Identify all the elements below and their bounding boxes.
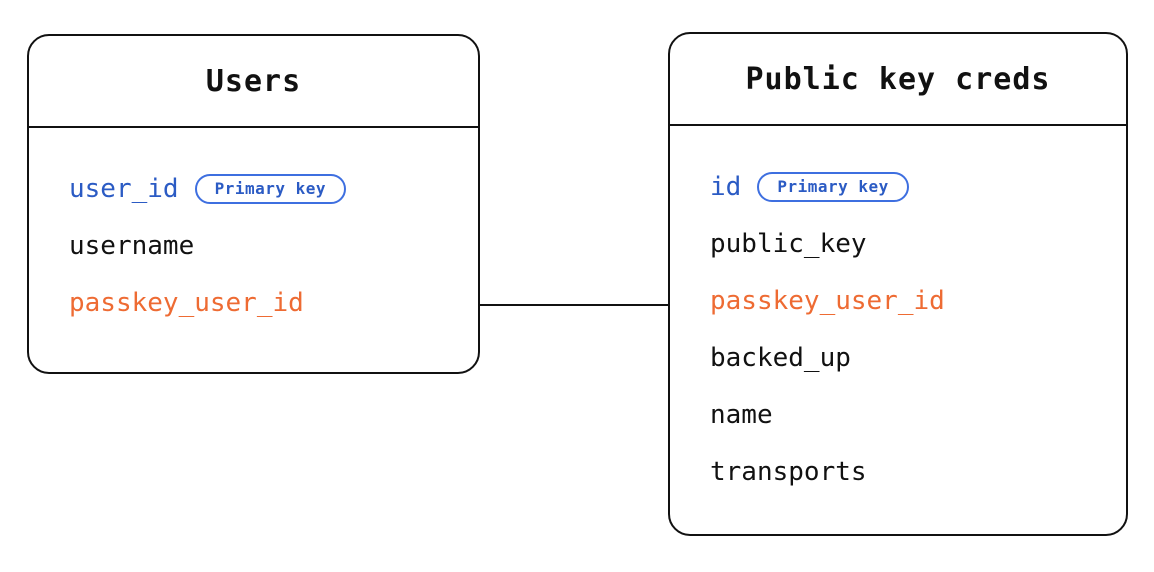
entity-users-header: Users bbox=[29, 36, 478, 128]
field-row[interactable]: user_id Primary key bbox=[29, 160, 478, 217]
entity-users-field-list: user_id Primary key username passkey_use… bbox=[29, 128, 478, 331]
entity-public-key-creds-header: Public key creds bbox=[670, 34, 1126, 126]
entity-public-key-creds-field-list: id Primary key public_key passkey_user_i… bbox=[670, 126, 1126, 500]
entity-public-key-creds[interactable]: Public key creds id Primary key public_k… bbox=[668, 32, 1128, 536]
field-name-public-key: public_key bbox=[710, 228, 867, 259]
field-name-passkey-user-id: passkey_user_id bbox=[710, 285, 945, 316]
field-row[interactable]: passkey_user_id bbox=[29, 274, 478, 331]
field-name-transports: transports bbox=[710, 456, 867, 487]
field-name-user-id: user_id bbox=[69, 173, 179, 204]
field-row[interactable]: name bbox=[670, 386, 1126, 443]
field-row[interactable]: id Primary key bbox=[670, 158, 1126, 215]
entity-users-title: Users bbox=[205, 63, 302, 99]
entity-public-key-creds-title: Public key creds bbox=[745, 61, 1051, 97]
primary-key-badge-label: Primary key bbox=[214, 178, 327, 198]
entity-users[interactable]: Users user_id Primary key username passk… bbox=[27, 34, 480, 374]
field-row[interactable]: transports bbox=[670, 443, 1126, 500]
primary-key-badge: Primary key bbox=[757, 171, 909, 202]
field-row[interactable]: passkey_user_id bbox=[670, 272, 1126, 329]
field-name-id: id bbox=[710, 171, 742, 202]
field-name-username: username bbox=[69, 230, 195, 261]
field-row[interactable]: username bbox=[29, 217, 478, 274]
relationship-connector-line bbox=[478, 304, 670, 306]
field-row[interactable]: public_key bbox=[670, 215, 1126, 272]
field-name-passkey-user-id: passkey_user_id bbox=[69, 287, 304, 318]
field-row[interactable]: backed_up bbox=[670, 329, 1126, 386]
primary-key-badge-label: Primary key bbox=[777, 176, 889, 196]
field-name-backed-up: backed_up bbox=[710, 342, 851, 373]
field-name-name: name bbox=[710, 399, 773, 430]
primary-key-badge: Primary key bbox=[194, 173, 347, 204]
